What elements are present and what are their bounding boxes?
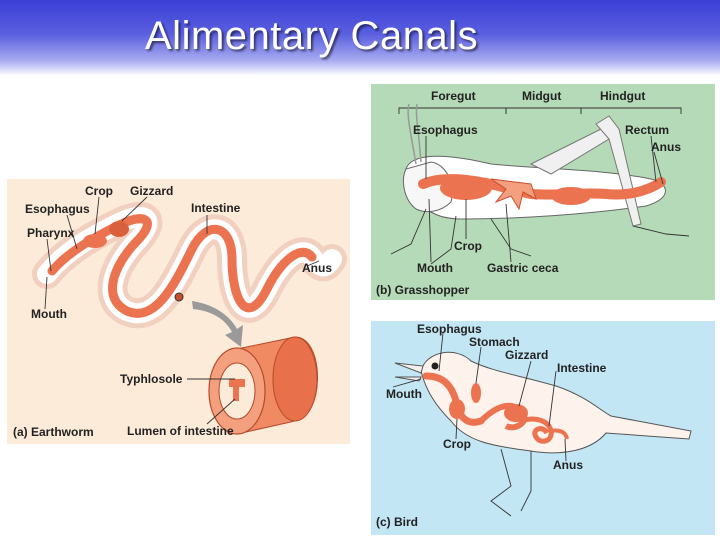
intestine-cross-section xyxy=(208,336,318,435)
label-midgut: Midgut xyxy=(522,89,561,103)
label-mouth: Mouth xyxy=(417,261,453,275)
bird-body xyxy=(394,351,692,517)
grasshopper-gut xyxy=(418,174,666,211)
label-typhlosole: Typhlosole xyxy=(120,372,183,386)
label-lumen: Lumen of intestine xyxy=(127,424,234,438)
label-stomach: Stomach xyxy=(469,335,520,349)
label-gizzard: Gizzard xyxy=(505,348,548,362)
bird-caption: (c) Bird xyxy=(376,515,418,529)
section-arrow xyxy=(192,301,243,347)
label-hindgut: Hindgut xyxy=(600,89,645,103)
label-mouth: Mouth xyxy=(386,387,422,401)
label-anus: Anus xyxy=(553,458,583,472)
grasshopper-panel: Foregut Midgut Hindgut Esophagus Rectum … xyxy=(371,84,715,300)
label-crop: Crop xyxy=(443,437,471,451)
label-intestine: Intestine xyxy=(557,361,607,375)
label-crop: Crop xyxy=(85,184,113,198)
earthworm-crop xyxy=(83,234,107,248)
grasshopper-caption: (b) Grasshopper xyxy=(376,283,470,297)
label-anus: Anus xyxy=(651,140,681,154)
bird-panel: Esophagus Stomach Gizzard Intestine Mout… xyxy=(371,321,715,535)
section-marker xyxy=(174,292,184,302)
label-foregut: Foregut xyxy=(431,89,476,103)
earthworm-gut xyxy=(47,214,317,318)
label-gizzard: Gizzard xyxy=(130,184,173,198)
earthworm-panel: Crop Gizzard Esophagus Intestine Pharynx… xyxy=(7,179,350,444)
label-esophagus: Esophagus xyxy=(25,202,90,216)
label-gastric-ceca: Gastric ceca xyxy=(487,261,559,275)
label-rectum: Rectum xyxy=(625,123,669,137)
label-esophagus: Esophagus xyxy=(417,322,482,336)
bird-gut xyxy=(422,372,569,444)
label-intestine: Intestine xyxy=(191,201,241,215)
label-esophagus: Esophagus xyxy=(413,123,478,137)
title-bar xyxy=(0,0,720,76)
slide-title: Alimentary Canals xyxy=(145,14,479,58)
label-crop: Crop xyxy=(454,239,482,253)
earthworm-caption: (a) Earthworm xyxy=(13,425,94,439)
label-mouth: Mouth xyxy=(31,307,67,321)
label-pharynx: Pharynx xyxy=(27,226,75,240)
label-anus: Anus xyxy=(302,261,332,275)
earthworm-gizzard xyxy=(109,221,129,237)
